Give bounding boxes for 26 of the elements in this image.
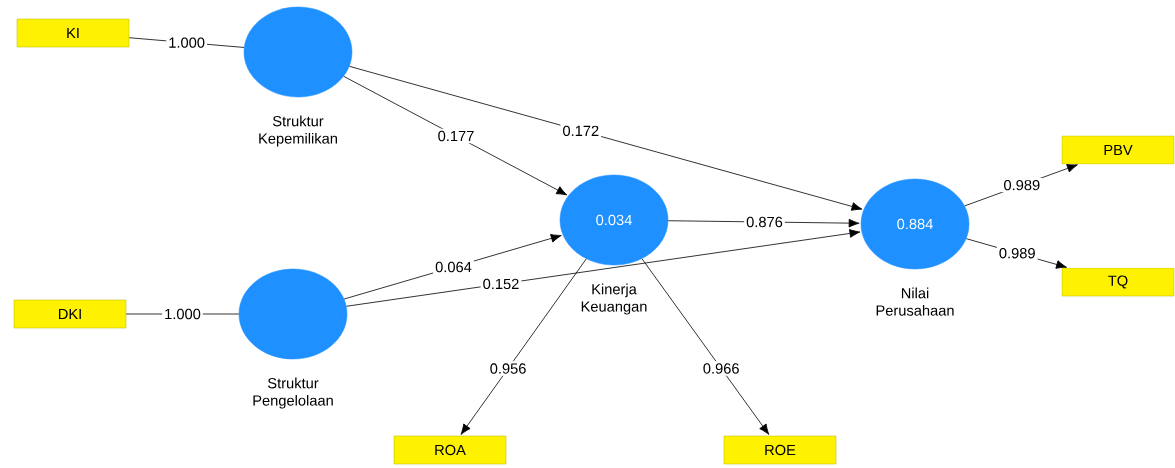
circle-caption: Nilai Perusahaan bbox=[876, 287, 954, 316]
edge-label: 1.000 bbox=[162, 306, 203, 322]
edge-label: 0.177 bbox=[435, 128, 477, 144]
arrow bbox=[346, 229, 861, 307]
indicator-box: PBV bbox=[1061, 135, 1175, 165]
edge-label: 1.000 bbox=[166, 35, 207, 50]
circle-caption: Kinerja Keuangan bbox=[581, 283, 647, 315]
indicator-box: TQ bbox=[1061, 267, 1175, 297]
indicator-box: ROE bbox=[723, 435, 837, 465]
edge-label: 0.956 bbox=[487, 361, 529, 376]
edge-label: 0.064 bbox=[433, 259, 474, 275]
arrow bbox=[460, 258, 587, 435]
edge-label: 0.876 bbox=[744, 214, 785, 230]
edge-label: 0.989 bbox=[996, 246, 1038, 261]
arrow bbox=[343, 75, 568, 196]
edge-label: 0.966 bbox=[700, 361, 742, 376]
arrow bbox=[349, 65, 863, 211]
indicator-box: KI bbox=[16, 18, 130, 48]
edge-label: 0.152 bbox=[480, 276, 522, 292]
edge-label: 0.989 bbox=[1001, 177, 1043, 193]
arrow bbox=[641, 258, 770, 435]
circle-caption: Struktur Pengelolaan bbox=[253, 377, 333, 409]
circle-caption: Struktur Kepemilikan bbox=[259, 115, 337, 147]
indicator-box: ROA bbox=[393, 435, 507, 465]
edge-label: 0.172 bbox=[560, 123, 602, 139]
indicator-box: DKI bbox=[13, 299, 127, 329]
